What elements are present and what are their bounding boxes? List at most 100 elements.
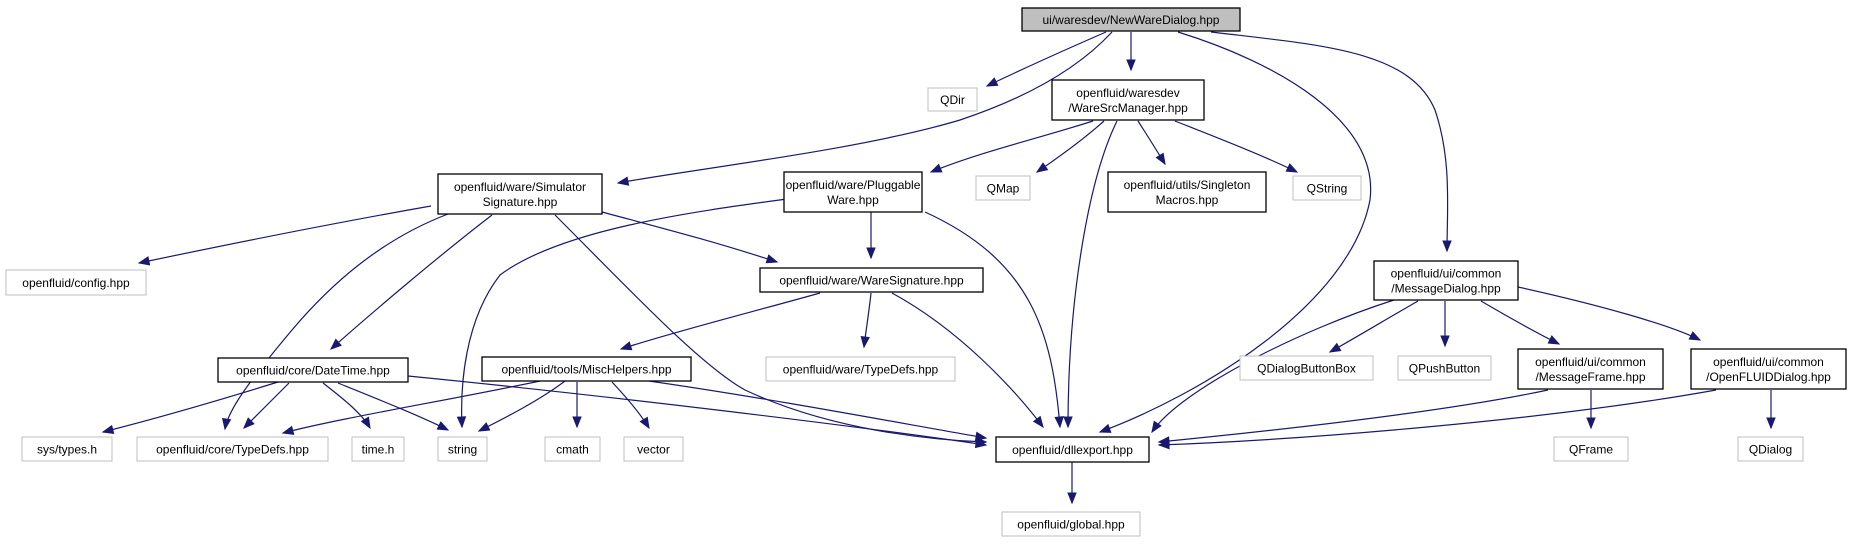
node-waresrc[interactable]: openfluid/waresdev/WareSrcManager.hpp (1051, 79, 1205, 121)
node-cmath: cmath (544, 436, 601, 462)
edge-datetime-to-timeh (322, 382, 371, 430)
arrowhead (1054, 416, 1064, 429)
edge-simsig-to-waresig (601, 211, 779, 264)
node-box (481, 356, 692, 382)
edge-mischelpers-to-dllexport (648, 380, 988, 441)
node-label-line: openfluid/ui/common (1713, 355, 1824, 369)
node-label-line: openfluid/dllexport.hpp (1012, 443, 1133, 457)
arrowhead (1126, 59, 1136, 72)
edge-simsig-to-coretypedefs (221, 213, 449, 431)
node-label-line: openfluid/ware/TypeDefs.hpp (783, 363, 939, 377)
edge-line (617, 31, 1113, 184)
arrowhead (221, 417, 232, 431)
edge-line (330, 214, 493, 350)
edge-datetime-to-coretypedefs (243, 382, 290, 429)
node-box (1517, 348, 1664, 390)
arrowhead (985, 77, 999, 87)
node-ofdialog[interactable]: openfluid/ui/common/OpenFLUIDDialog.hpp (1690, 348, 1847, 390)
node-timeh: time.h (351, 436, 405, 462)
arrowhead (101, 424, 115, 434)
arrowhead (1098, 423, 1112, 433)
edge-line (1158, 389, 1717, 446)
node-label-line: cmath (556, 443, 589, 457)
edge-root-to-simsig (616, 31, 1113, 186)
node-label-line: Macros.hpp (1156, 193, 1219, 207)
arrowhead (1547, 335, 1561, 345)
node-qdialogbuttonbox: QDialogButtonBox (1239, 355, 1374, 381)
edge-line (138, 205, 432, 264)
edge-line (1329, 300, 1419, 353)
arrowhead (765, 254, 779, 264)
arrowhead (1586, 417, 1596, 430)
node-box (765, 356, 956, 382)
node-label-line: QDialog (1749, 443, 1792, 457)
edge-dllexport-to-global (1067, 462, 1077, 505)
edge-msgdialog-to-ofdialog (1517, 286, 1702, 341)
node-box (1690, 348, 1847, 390)
edge-line (554, 214, 987, 443)
edge-datetime-to-systypes (101, 381, 279, 434)
node-mischelpers[interactable]: openfluid/tools/MiscHelpers.hpp (481, 356, 692, 382)
node-msgframe[interactable]: openfluid/ui/common/MessageFrame.hpp (1517, 348, 1664, 390)
node-box (1021, 7, 1241, 32)
edge-plugware-to-waresig (866, 211, 876, 260)
edge-line (1099, 31, 1372, 433)
edge-ofdialog-to-qdialog (1766, 390, 1776, 430)
node-string: string (437, 436, 488, 462)
arrowhead (1155, 152, 1166, 166)
node-systypes: sys/types.h (21, 436, 113, 462)
node-box (1051, 79, 1205, 121)
node-label-line: QDialogButtonBox (1257, 362, 1356, 376)
arrowhead (572, 416, 582, 429)
edge-ofdialog-to-dllexport (1157, 389, 1717, 450)
node-dllexport[interactable]: openfluid/dllexport.hpp (995, 436, 1150, 463)
node-label-line: openfluid/ware/WareSignature.hpp (779, 274, 964, 288)
edge-waresig-to-dllexport (891, 292, 1044, 429)
node-label-line: QMap (987, 182, 1020, 196)
node-box (136, 436, 329, 462)
edge-line (337, 382, 449, 431)
arrowhead (1328, 342, 1342, 353)
node-coretypedefs: openfluid/core/TypeDefs.hpp (136, 436, 329, 462)
edge-mischelpers-to-vector (611, 381, 650, 430)
node-waretypedefs: openfluid/ware/TypeDefs.hpp (765, 356, 956, 382)
node-root[interactable]: ui/waresdev/NewWareDialog.hpp (1021, 7, 1241, 32)
edge-line (924, 211, 1061, 428)
edge-line (1158, 389, 1549, 443)
node-label-line: /MessageFrame.hpp (1535, 370, 1645, 384)
arrowhead (243, 417, 255, 429)
edge-root-to-msgdialog (1210, 31, 1452, 253)
node-vector: vector (623, 436, 684, 462)
edge-msgdialog-to-qpushbutton (1440, 301, 1450, 348)
node-waresig[interactable]: openfluid/ware/WareSignature.hpp (759, 267, 984, 293)
node-box (437, 436, 488, 462)
edge-root-to-dllexport (1098, 31, 1372, 433)
arrowhead (137, 256, 151, 266)
edge-mischelpers-to-string (477, 380, 566, 432)
node-msgdialog[interactable]: openfluid/ui/common/MessageDialog.hpp (1373, 260, 1519, 301)
arrowhead (974, 431, 988, 441)
edge-root-to-waresrc (1126, 32, 1136, 72)
edge-line (620, 292, 821, 350)
arrowhead (436, 421, 450, 431)
node-label-line: openfluid/tools/MiscHelpers.hpp (501, 363, 671, 377)
node-datetime[interactable]: openfluid/core/DateTime.hpp (217, 357, 409, 383)
edge-waresig-to-waretypedefs (860, 292, 872, 349)
node-box (217, 357, 409, 383)
node-label-line: openfluid/ware/Pluggable (786, 178, 921, 192)
node-label-line: openfluid/waresdev (1076, 86, 1179, 100)
edges-layer (101, 31, 1776, 505)
arrowhead (1688, 331, 1702, 341)
arrowhead (329, 338, 342, 350)
arrowhead (1151, 420, 1162, 434)
arrowhead (1063, 416, 1073, 429)
node-box (5, 269, 147, 296)
edge-waresig-to-mischelpers (619, 292, 821, 351)
node-box (759, 267, 984, 293)
node-global: openfluid/global.hpp (1001, 511, 1141, 537)
node-config: openfluid/config.hpp (5, 269, 147, 296)
edge-line (930, 120, 1094, 173)
